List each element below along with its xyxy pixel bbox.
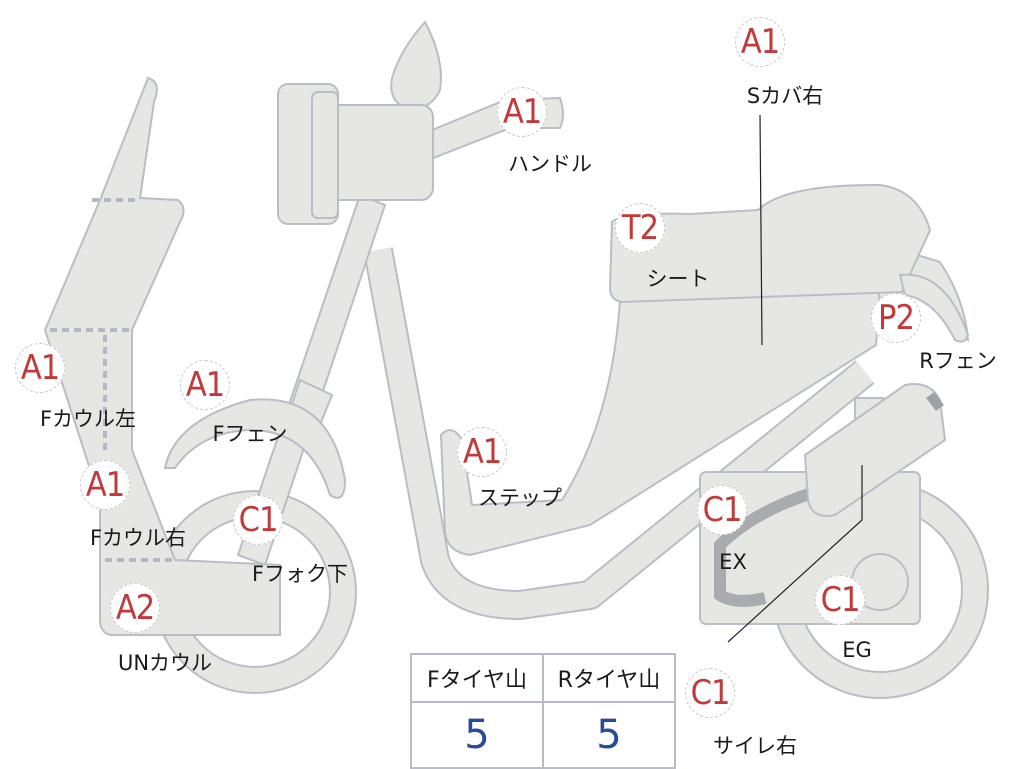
rear-tire-header: Rタイヤ山 xyxy=(542,653,676,703)
damage-code-badge: A1 xyxy=(80,460,130,510)
part-label: ハンドル xyxy=(508,152,592,176)
part-label: EX xyxy=(719,550,747,574)
part-label: UNカウル xyxy=(117,651,213,675)
damage-code-badge: A1 xyxy=(457,427,507,477)
seat xyxy=(608,183,932,304)
part-label: Fフォク下 xyxy=(251,562,349,586)
damage-code-badge: P2 xyxy=(871,293,921,343)
damage-code-badge: C1 xyxy=(233,495,283,545)
leader-line xyxy=(759,114,763,346)
damage-code-badge: C1 xyxy=(697,485,747,535)
damage-code-badge: C1 xyxy=(685,668,735,718)
head-block xyxy=(324,104,434,201)
damage-code-badge: A1 xyxy=(497,87,547,137)
part-label: Sカバ右 xyxy=(746,84,824,108)
front-tire-value: 5 xyxy=(410,701,544,769)
part-label: Rフェン xyxy=(919,349,997,373)
part-label: ステップ xyxy=(478,486,562,510)
windshield xyxy=(390,20,442,110)
part-label: シート xyxy=(646,267,710,291)
tire-tread-table: Fタイヤ山 Rタイヤ山 5 5 xyxy=(410,653,676,769)
exhaust-pipe xyxy=(714,479,842,607)
part-label: Fカウル右 xyxy=(89,526,187,550)
front-fender xyxy=(163,398,347,499)
damage-code-badge: A2 xyxy=(110,583,160,633)
rear-fender xyxy=(898,273,970,343)
damage-code-badge: T2 xyxy=(615,203,665,253)
part-label: サイレ右 xyxy=(713,734,797,758)
leader-line xyxy=(727,465,863,643)
part-label: EG xyxy=(842,638,872,662)
front-tire-header: Fタイヤ山 xyxy=(410,653,544,703)
body-panel xyxy=(439,290,882,557)
damage-code-badge: A1 xyxy=(735,17,785,67)
part-label: Fフェン xyxy=(212,422,288,446)
damage-code-badge: C1 xyxy=(815,575,865,625)
part-label: Fカウル左 xyxy=(39,407,137,431)
damage-code-badge: A1 xyxy=(15,343,65,393)
muffler xyxy=(803,383,947,517)
damage-code-badge: A1 xyxy=(180,360,230,410)
rear-tire-value: 5 xyxy=(542,701,676,769)
